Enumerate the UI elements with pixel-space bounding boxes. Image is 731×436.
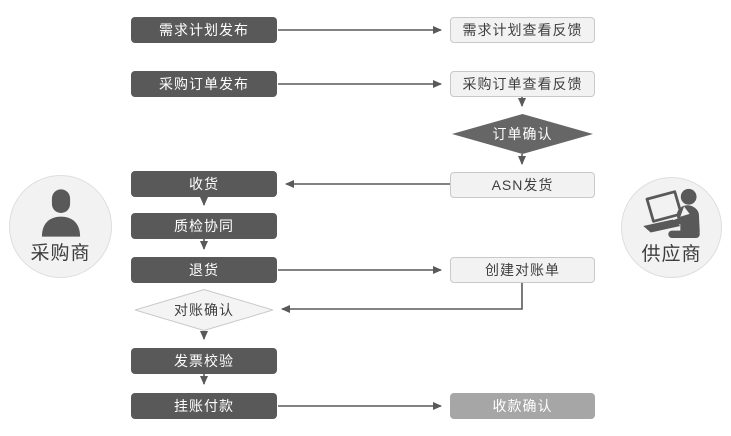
person-laptop-icon [642, 188, 700, 238]
statement-confirm-label: 对账确认 [174, 302, 234, 318]
node-invoice-verify: 发票校验 [131, 348, 277, 374]
node-po-view: 采购订单查看反馈 [450, 71, 595, 97]
node-quality-check: 质检协同 [131, 213, 277, 239]
buyer-label: 采购商 [30, 243, 91, 264]
person-icon [41, 189, 80, 237]
order-confirm-label: 订单确认 [492, 126, 553, 142]
node-order-confirm: 订单确认 [452, 114, 593, 154]
diamond-shape [452, 114, 593, 154]
diamond-shape [135, 289, 273, 331]
node-receipt-confirm: 收款确认 [450, 393, 595, 419]
node-payment: 挂账付款 [131, 393, 277, 419]
node-create-statement: 创建对账单 [450, 257, 595, 283]
supplier-label: 供应商 [641, 244, 702, 265]
node-po-release: 采购订单发布 [131, 71, 277, 97]
node-asn-ship: ASN发货 [450, 172, 595, 198]
node-demand-plan-release: 需求计划发布 [131, 17, 277, 43]
edge-statement-to-confirm [281, 283, 523, 313]
node-statement-confirm: 对账确认 [135, 289, 273, 331]
supplier-actor: 供应商 [621, 177, 722, 278]
node-return-goods: 退货 [131, 257, 277, 283]
buyer-actor: 采购商 [9, 175, 112, 278]
node-demand-plan-view: 需求计划查看反馈 [450, 17, 595, 43]
node-receive-goods: 收货 [131, 171, 277, 197]
